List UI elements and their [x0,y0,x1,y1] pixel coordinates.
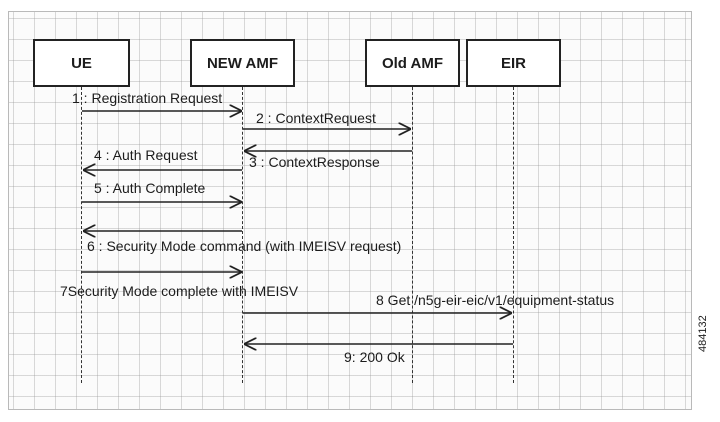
actor-new-amf: NEW AMF [190,39,295,87]
actor-old-amf: Old AMF [365,39,460,87]
figure-id: 484132 [697,315,709,352]
lifeline-old-amf [412,87,413,383]
lifeline-new-amf [242,87,243,383]
message-8-label: 8 Get /n5g-eir-eic/v1/equipment-status [376,292,615,308]
lifeline-ue [81,87,82,383]
message-9-label: 9: 200 Ok [344,349,405,365]
message-4-label: 4 : Auth Request [94,147,198,163]
message-2-label: 2 : ContextRequest [256,110,376,126]
message-6-label: 6 : Security Mode command (with IMEISV r… [87,238,402,254]
actor-eir: EIR [466,39,561,87]
message-3-label: 3 : ContextResponse [249,154,380,170]
message-1-label: 1 : Registration Request [72,90,223,106]
actor-ue: UE [33,39,130,87]
message-5-label: 5 : Auth Complete [94,180,206,196]
message-7-label: 7Security Mode complete with IMEISV [60,283,299,299]
lifeline-eir [513,87,514,383]
